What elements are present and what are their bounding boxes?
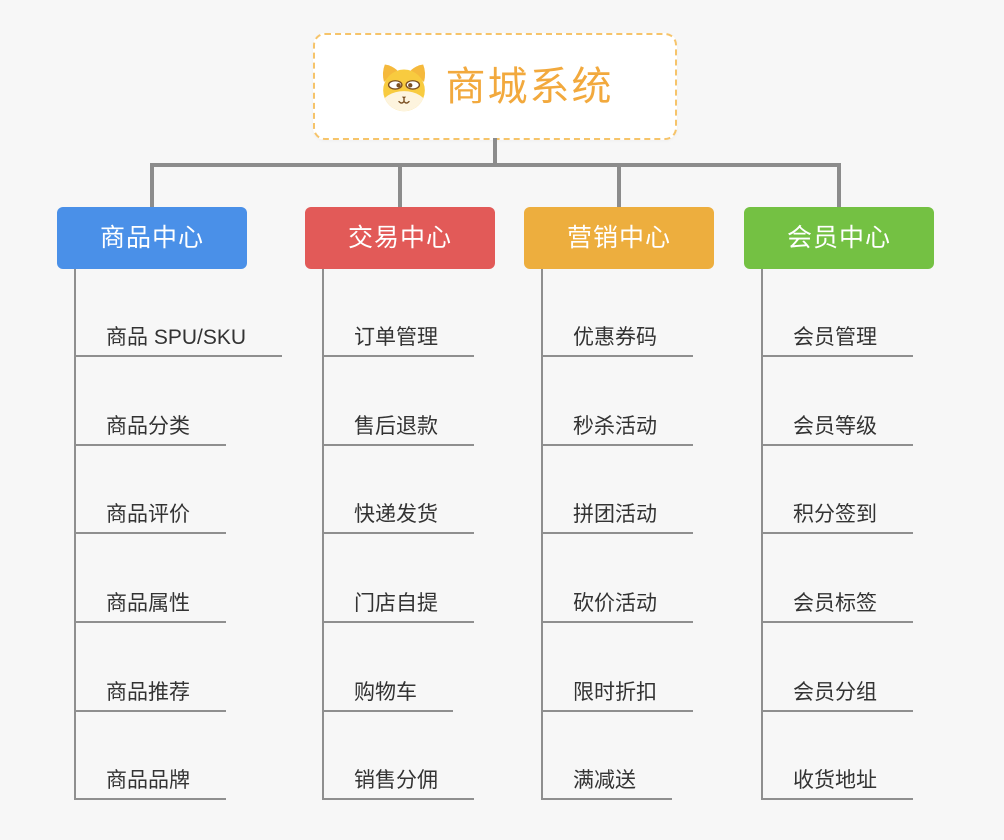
branch-node[interactable]: 营销中心	[524, 207, 714, 269]
connector-root-stub	[493, 138, 497, 167]
connector-branch-stub	[617, 163, 621, 209]
child-node[interactable]: 会员等级	[761, 400, 913, 446]
branch-node[interactable]: 交易中心	[305, 207, 495, 269]
child-node[interactable]: 销售分佣	[322, 754, 474, 800]
child-node[interactable]: 购物车	[322, 666, 453, 712]
connector-children-line	[761, 269, 763, 800]
connector-children-line	[541, 269, 543, 800]
branch-label: 交易中心	[347, 223, 452, 252]
branch-label: 营销中心	[566, 223, 671, 252]
root-node-mall-system[interactable]: 商城系统	[313, 33, 677, 140]
branch-label: 会员中心	[786, 223, 891, 252]
root-title: 商城系统	[445, 64, 614, 109]
child-node[interactable]: 砍价活动	[541, 577, 693, 623]
child-node[interactable]: 会员标签	[761, 577, 913, 623]
connector-branch-stub	[398, 163, 402, 209]
branch-node[interactable]: 会员中心	[744, 207, 934, 269]
branch-node[interactable]: 商品中心	[57, 207, 247, 269]
child-node[interactable]: 拼团活动	[541, 488, 693, 534]
branch-label: 商品中心	[99, 223, 204, 252]
child-node[interactable]: 商品推荐	[74, 666, 226, 712]
dog-face-icon	[377, 62, 431, 112]
connector-rail	[150, 163, 841, 167]
connector-children-line	[74, 269, 76, 800]
child-node[interactable]: 商品评价	[74, 488, 226, 534]
child-node[interactable]: 积分签到	[761, 488, 913, 534]
child-node[interactable]: 售后退款	[322, 400, 474, 446]
child-node[interactable]: 商品 SPU/SKU	[74, 311, 283, 357]
child-node[interactable]: 优惠券码	[541, 311, 693, 357]
child-node[interactable]: 限时折扣	[541, 666, 693, 712]
child-node[interactable]: 满减送	[541, 754, 672, 800]
connector-branch-stub	[150, 163, 154, 209]
child-node[interactable]: 会员分组	[761, 666, 913, 712]
child-node[interactable]: 商品分类	[74, 400, 226, 446]
child-node[interactable]: 订单管理	[322, 311, 474, 357]
connector-children-line	[322, 269, 324, 800]
child-node[interactable]: 商品属性	[74, 577, 226, 623]
connector-branch-stub	[837, 163, 841, 209]
child-node[interactable]: 秒杀活动	[541, 400, 693, 446]
child-node[interactable]: 收货地址	[761, 754, 913, 800]
child-node[interactable]: 门店自提	[322, 577, 474, 623]
child-node[interactable]: 商品品牌	[74, 754, 226, 800]
child-node[interactable]: 快递发货	[322, 488, 474, 534]
child-node[interactable]: 会员管理	[761, 311, 913, 357]
